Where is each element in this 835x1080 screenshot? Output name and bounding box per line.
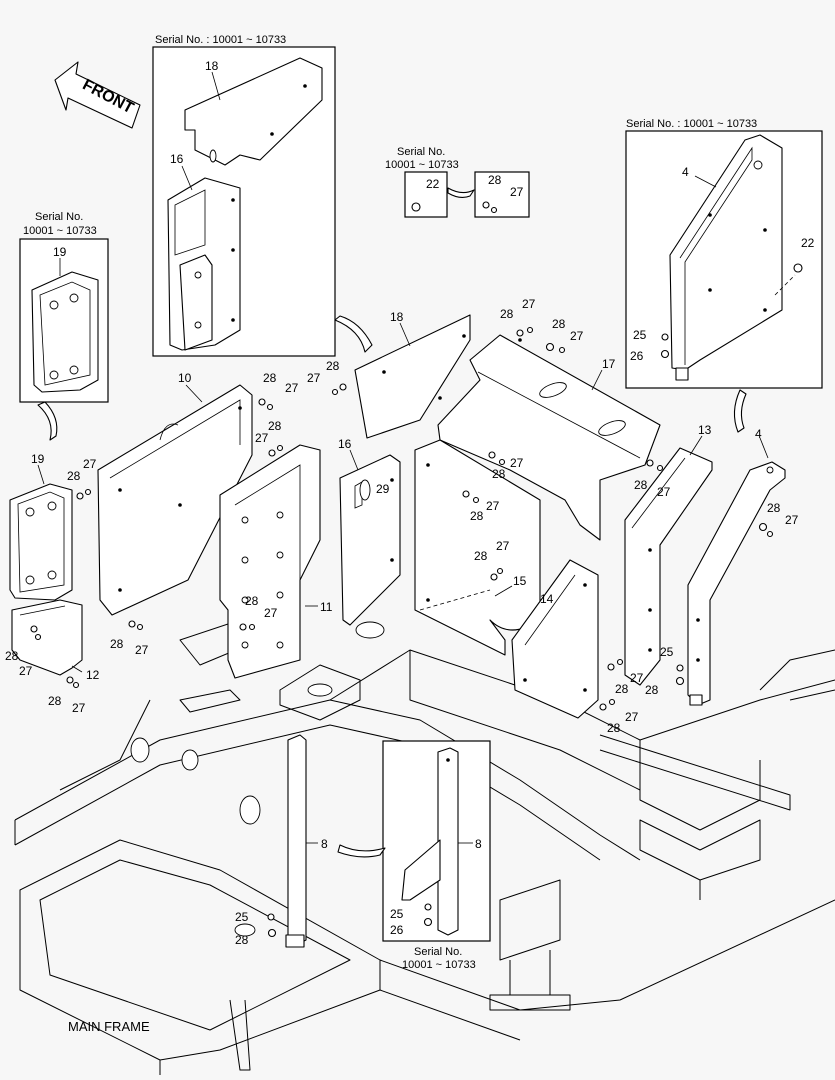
callout-25-box8: 25 bbox=[390, 907, 404, 921]
part-15: 15 bbox=[414, 439, 541, 656]
part-14: 14 bbox=[511, 559, 599, 719]
part-19: 19 bbox=[9, 452, 73, 601]
callout-25-frame: 25 bbox=[235, 910, 249, 924]
part-18: 18 bbox=[354, 310, 471, 439]
main-frame bbox=[14, 619, 835, 1075]
callout-17: 17 bbox=[602, 357, 616, 371]
callout-19: 19 bbox=[31, 452, 45, 466]
callout-28-i: 28 bbox=[634, 478, 648, 492]
callout-27-g: 27 bbox=[486, 499, 500, 513]
callout-27-j: 27 bbox=[785, 513, 799, 527]
part-12: 12 bbox=[11, 599, 100, 682]
callout-28-l: 28 bbox=[615, 682, 629, 696]
callout-10: 10 bbox=[178, 371, 192, 385]
serial-box-4: Serial No. : 10001 ~ 10733 4 22 25 26 bbox=[625, 118, 823, 389]
part-10: 10 bbox=[97, 371, 253, 616]
callout-22-small: 22 bbox=[426, 177, 440, 191]
callout-27-d: 27 bbox=[522, 297, 536, 311]
part-13: 13 bbox=[624, 423, 713, 686]
callout-27-n: 27 bbox=[264, 606, 278, 620]
callout-27-f: 27 bbox=[510, 456, 524, 470]
callout-26-box8: 26 bbox=[390, 923, 404, 937]
serial-caption-8-line1: Serial No. bbox=[414, 946, 462, 958]
detail-arrows bbox=[37, 315, 747, 858]
part-16: 16 29 bbox=[338, 437, 401, 626]
front-arrow: FRONT bbox=[54, 61, 141, 129]
callout-8: 8 bbox=[321, 837, 328, 851]
callout-28-d: 28 bbox=[500, 307, 514, 321]
callout-28-q: 28 bbox=[5, 649, 19, 663]
callout-28-f: 28 bbox=[492, 467, 506, 481]
callout-28-r: 28 bbox=[48, 694, 62, 708]
callout-12: 12 bbox=[86, 668, 100, 682]
callout-4-box: 4 bbox=[682, 165, 689, 179]
callout-14: 14 bbox=[540, 592, 554, 606]
callout-28-frame: 28 bbox=[235, 933, 249, 947]
callout-25-a: 25 bbox=[660, 645, 674, 659]
callout-18-box: 18 bbox=[205, 59, 219, 73]
serial-box-18-16: Serial No. : 10001 ~ 10733 18 16 bbox=[152, 34, 336, 357]
fasteners: 28 27 27 28 28 27 28 27 28 27 28 27 28 2… bbox=[5, 297, 799, 735]
callout-27-h: 27 bbox=[496, 539, 510, 553]
callout-28-o: 28 bbox=[110, 637, 124, 651]
callout-28-h: 28 bbox=[474, 549, 488, 563]
callout-11: 11 bbox=[320, 600, 333, 614]
part-8: 8 25 28 bbox=[235, 734, 328, 948]
serial-caption-22-line2: 10001 ~ 10733 bbox=[385, 159, 459, 171]
callout-13: 13 bbox=[698, 423, 712, 437]
callout-19-box: 19 bbox=[53, 245, 67, 259]
callout-27-e: 27 bbox=[570, 329, 584, 343]
callout-27-q: 27 bbox=[19, 664, 33, 678]
part-11: 11 bbox=[219, 444, 333, 679]
callout-28-n: 28 bbox=[245, 594, 259, 608]
callout-27-o: 27 bbox=[135, 643, 149, 657]
callout-28-small: 28 bbox=[488, 173, 502, 187]
callout-28-a: 28 bbox=[263, 371, 277, 385]
callout-16: 16 bbox=[338, 437, 352, 451]
serial-caption-8-line2: 10001 ~ 10733 bbox=[402, 959, 476, 971]
callout-27-small: 27 bbox=[510, 185, 524, 199]
callout-29: 29 bbox=[376, 482, 390, 496]
callout-27-r: 27 bbox=[72, 701, 86, 715]
callout-28-e: 28 bbox=[552, 317, 566, 331]
callout-8-box: 8 bbox=[475, 837, 482, 851]
callout-26-box: 26 bbox=[630, 349, 644, 363]
callout-18: 18 bbox=[390, 310, 404, 324]
callout-28-j: 28 bbox=[767, 501, 781, 515]
callout-27-i: 27 bbox=[657, 485, 671, 499]
callout-4: 4 bbox=[755, 427, 762, 441]
callout-25-box: 25 bbox=[633, 328, 647, 342]
callout-28-g: 28 bbox=[470, 509, 484, 523]
serial-caption-19-line1: Serial No. bbox=[35, 211, 83, 223]
part-4: 4 bbox=[687, 427, 786, 706]
callout-27-p: 27 bbox=[83, 457, 97, 471]
callout-15: 15 bbox=[513, 574, 527, 588]
callout-28-m: 28 bbox=[607, 721, 621, 735]
serial-box-8: 8 25 26 Serial No. 10001 ~ 10733 bbox=[382, 740, 491, 971]
callout-16-box: 16 bbox=[170, 152, 184, 166]
callout-27-a: 27 bbox=[285, 381, 299, 395]
callout-22-box: 22 bbox=[801, 236, 815, 250]
serial-caption-4: Serial No. : 10001 ~ 10733 bbox=[626, 118, 757, 130]
callout-28-k: 28 bbox=[645, 683, 659, 697]
serial-box-22: Serial No. 10001 ~ 10733 22 28 27 bbox=[385, 146, 530, 218]
callout-28-b: 28 bbox=[268, 419, 282, 433]
serial-box-19: Serial No. 10001 ~ 10733 19 bbox=[19, 211, 109, 403]
main-frame-label: MAIN FRAME bbox=[68, 1019, 150, 1034]
serial-caption-22-line1: Serial No. bbox=[397, 146, 445, 158]
callout-28-c: 28 bbox=[326, 359, 340, 373]
callout-27-l: 27 bbox=[625, 710, 639, 724]
serial-caption-19-line2: 10001 ~ 10733 bbox=[23, 225, 97, 237]
serial-caption: Serial No. : 10001 ~ 10733 bbox=[155, 34, 286, 46]
callout-28-p: 28 bbox=[67, 469, 81, 483]
callout-27-c: 27 bbox=[307, 371, 321, 385]
callout-27-k: 27 bbox=[630, 671, 644, 685]
callout-27-b: 27 bbox=[255, 431, 269, 445]
